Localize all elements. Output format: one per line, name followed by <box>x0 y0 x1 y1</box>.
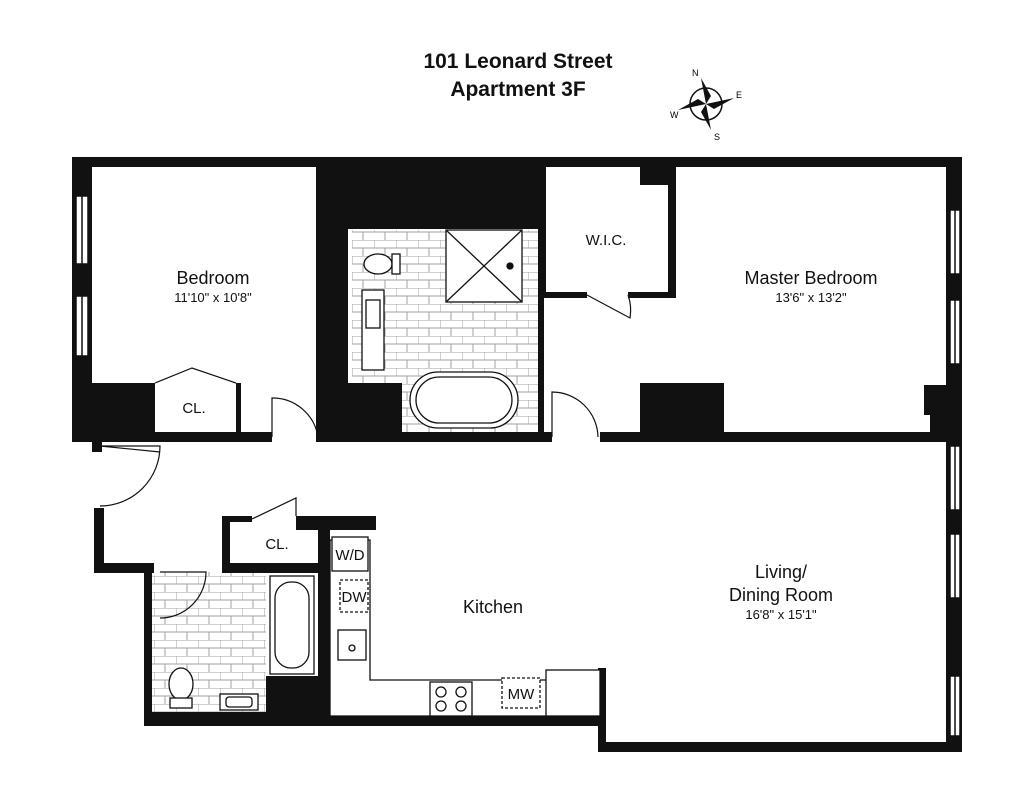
apartment-line: Apartment 3F <box>450 78 586 101</box>
hall-bath-fixtures <box>168 575 315 711</box>
bedroom-name: Bedroom <box>176 268 250 288</box>
compass-rose-icon: N E S W <box>670 68 742 142</box>
hall-bath-floor <box>150 572 266 712</box>
master-bedroom-name: Master Bedroom <box>744 268 878 288</box>
kitchen-name: Kitchen <box>462 597 524 617</box>
washer-dryer-label: W/D <box>335 547 364 564</box>
bedroom-closet-label: CL. <box>182 400 206 417</box>
dishwasher-label: DW <box>342 589 368 606</box>
living-name-line2: Dining Room <box>728 585 834 605</box>
compass-n: N <box>692 68 699 78</box>
address-line: 101 Leonard Street <box>423 50 613 73</box>
compass-w: W <box>670 110 679 120</box>
compass-e: E <box>736 90 742 100</box>
windows <box>75 195 961 737</box>
plan-title: 101 Leonard Street Apartment 3F <box>0 48 1036 104</box>
doors <box>99 294 632 619</box>
compass-s: S <box>714 132 720 142</box>
kitchen-fixtures <box>329 536 601 717</box>
bedroom-dims: 11'10" x 10'8" <box>174 290 252 305</box>
living-dims: 16'8" x 15'1" <box>745 607 817 622</box>
master-bedroom-dims: 13'6" x 13'2" <box>775 290 847 305</box>
living-name-line1: Living/ <box>754 562 808 582</box>
microwave-label: MW <box>508 686 535 703</box>
entry-closet-label: CL. <box>265 536 289 553</box>
wic-label: W.I.C. <box>585 232 627 249</box>
master-bath-fixtures <box>361 229 541 429</box>
